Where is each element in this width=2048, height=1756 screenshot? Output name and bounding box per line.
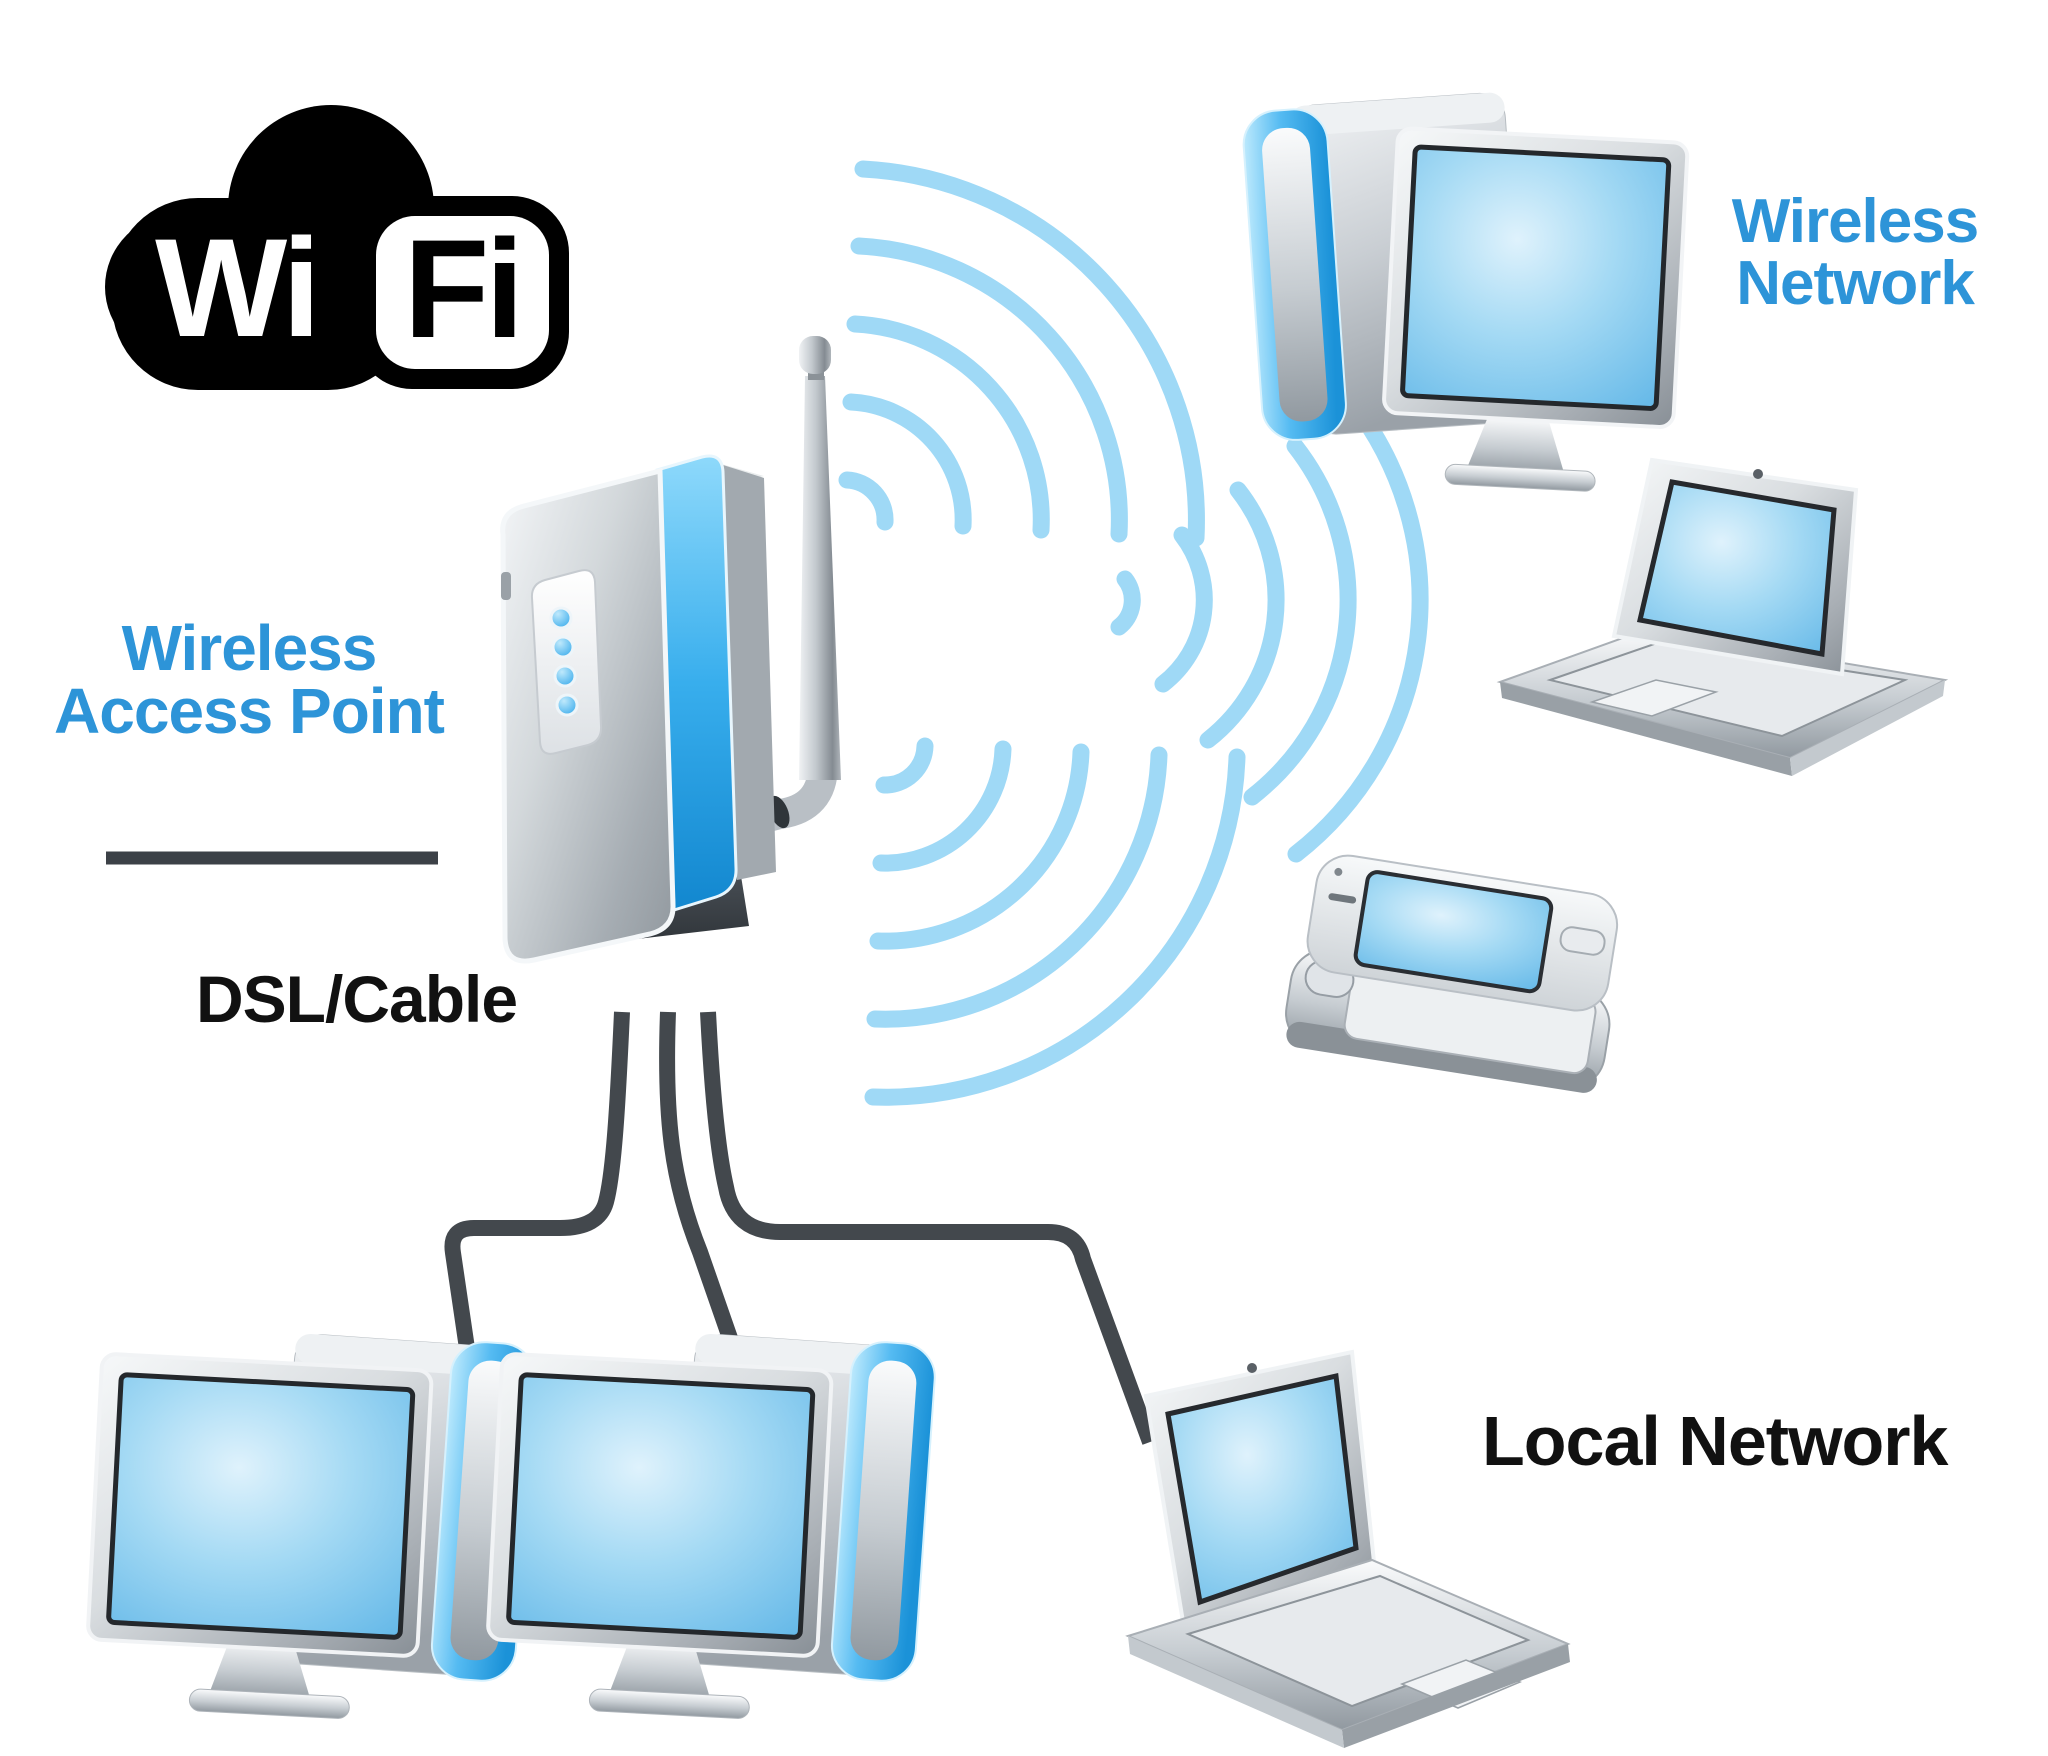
wireless-network-label-line2: Network: [1736, 249, 1975, 318]
led-indicator-1: [549, 606, 573, 630]
screen: [1165, 1372, 1359, 1606]
screen: [1353, 870, 1554, 994]
wireless-access-point-label: Wireless Access Point: [54, 612, 446, 747]
screen: [1400, 144, 1672, 411]
screen: [1636, 479, 1837, 657]
laptop-wireless-icon: [1496, 457, 1949, 776]
wifi-waves-middle-icon: [1110, 393, 1429, 863]
wifi-logo: Wi Fi: [105, 105, 569, 390]
network-cables: [444, 1011, 1158, 1445]
desktop-computer-wireless-icon: [1242, 92, 1690, 492]
cable-right: [700, 1011, 1158, 1445]
laptop-local-icon: [1125, 1349, 1571, 1748]
led-panel: [530, 569, 603, 755]
router-blue-stripe: [655, 454, 738, 913]
phone-home-button: [1559, 926, 1606, 956]
fi-badge: [376, 216, 549, 369]
access-point-icon: [500, 336, 841, 964]
webcam-icon: [1247, 1363, 1257, 1373]
laptop-side-edge: [1790, 680, 1945, 776]
laptop-side-edge: [1128, 1636, 1344, 1748]
desktop-computer-local-2-icon: [486, 1333, 936, 1719]
wireless-access-point-label-line2: Access Point: [54, 675, 445, 747]
led-indicator-4: [555, 693, 579, 717]
phone-camera-icon: [1334, 867, 1343, 876]
keyboard-area: [1185, 1574, 1531, 1708]
screen: [506, 1372, 816, 1640]
cable-middle: [659, 1011, 770, 1433]
wifi-logo-fi-text: Fi: [404, 210, 520, 367]
dsl-cable-label: DSL/Cable: [196, 962, 517, 1036]
laptop-front-edge: [1500, 682, 1792, 776]
wifi-logo-cloud-body: [112, 198, 414, 390]
screen: [106, 1372, 416, 1640]
antenna-icon: [741, 336, 841, 835]
wireless-network-label-line1: Wireless: [1732, 187, 1978, 256]
wireless-access-point-label-line1: Wireless: [122, 612, 377, 684]
wifi-logo-wi-text: Wi: [155, 209, 317, 366]
smartphone-icon: [1285, 854, 1619, 1093]
webcam-icon: [1753, 469, 1763, 479]
laptop-front-edge: [1342, 1644, 1570, 1748]
router-power-nub: [501, 572, 511, 600]
phone-earpiece: [1328, 893, 1357, 904]
desktop-computer-local-1-icon: [86, 1333, 536, 1719]
monitor-icon: [86, 1352, 434, 1719]
touchpad: [1589, 679, 1719, 717]
keyboard-area: [1546, 640, 1909, 738]
monitor-icon: [1382, 126, 1690, 492]
router-side-face: [723, 465, 776, 880]
led-indicator-3: [553, 664, 577, 688]
cable-left: [444, 1011, 630, 1432]
led-indicator-2: [551, 635, 575, 659]
monitor-icon: [486, 1352, 834, 1719]
wifi-waves-top-icon: [838, 160, 1205, 547]
wifi-waves-bottom-icon: [864, 737, 1246, 1106]
wireless-network-label: Wireless Network: [1732, 187, 1979, 318]
local-network-label: Local Network: [1482, 1402, 1949, 1480]
